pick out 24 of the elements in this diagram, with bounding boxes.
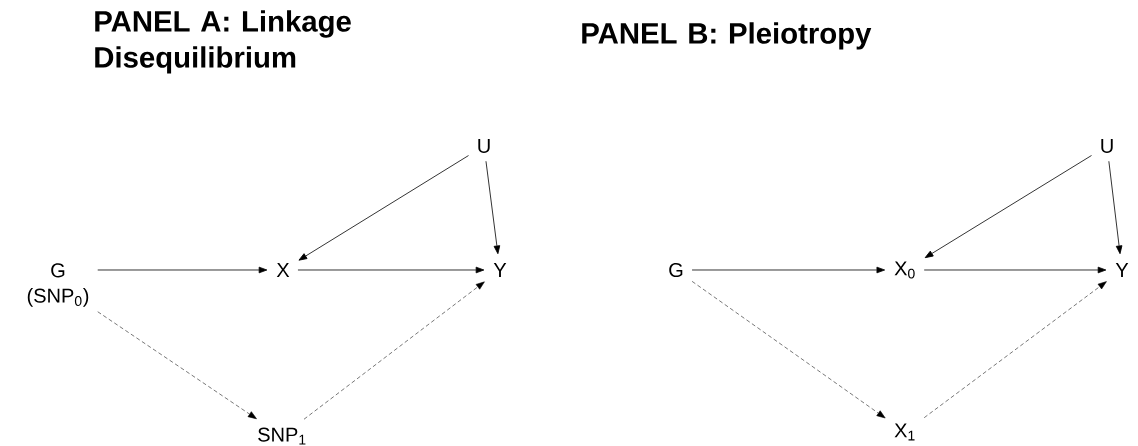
variable-label: X$_{0}$ bbox=[894, 261, 915, 279]
arrow bbox=[691, 281, 886, 419]
variable-label: X$_{1}$ bbox=[894, 423, 915, 441]
arrow bbox=[297, 266, 485, 274]
variable-label: Y bbox=[493, 263, 507, 277]
arrow bbox=[1108, 160, 1123, 255]
arrow bbox=[485, 160, 501, 255]
arrow bbox=[924, 155, 1092, 259]
arrow bbox=[923, 281, 1107, 418]
variable-label: X bbox=[276, 263, 290, 277]
arrow bbox=[691, 266, 886, 274]
variable-label: Y bbox=[1115, 263, 1129, 277]
panel-title: PANEL A: Linkage Disequilibrium bbox=[95, 10, 351, 74]
arrow bbox=[97, 266, 268, 274]
variable-label: G (SNP$_{0}$) bbox=[27, 263, 89, 307]
arrow bbox=[923, 266, 1107, 274]
arrow bbox=[303, 281, 485, 420]
variable-label: SNP$_{1}$ bbox=[258, 427, 306, 445]
panel-title: PANEL B: Pleiotropy bbox=[582, 22, 872, 50]
arrow bbox=[298, 155, 469, 261]
variable-label: U bbox=[1101, 139, 1113, 153]
arrow bbox=[97, 311, 257, 420]
variable-label: U bbox=[478, 139, 490, 153]
variable-label: G bbox=[669, 262, 683, 278]
